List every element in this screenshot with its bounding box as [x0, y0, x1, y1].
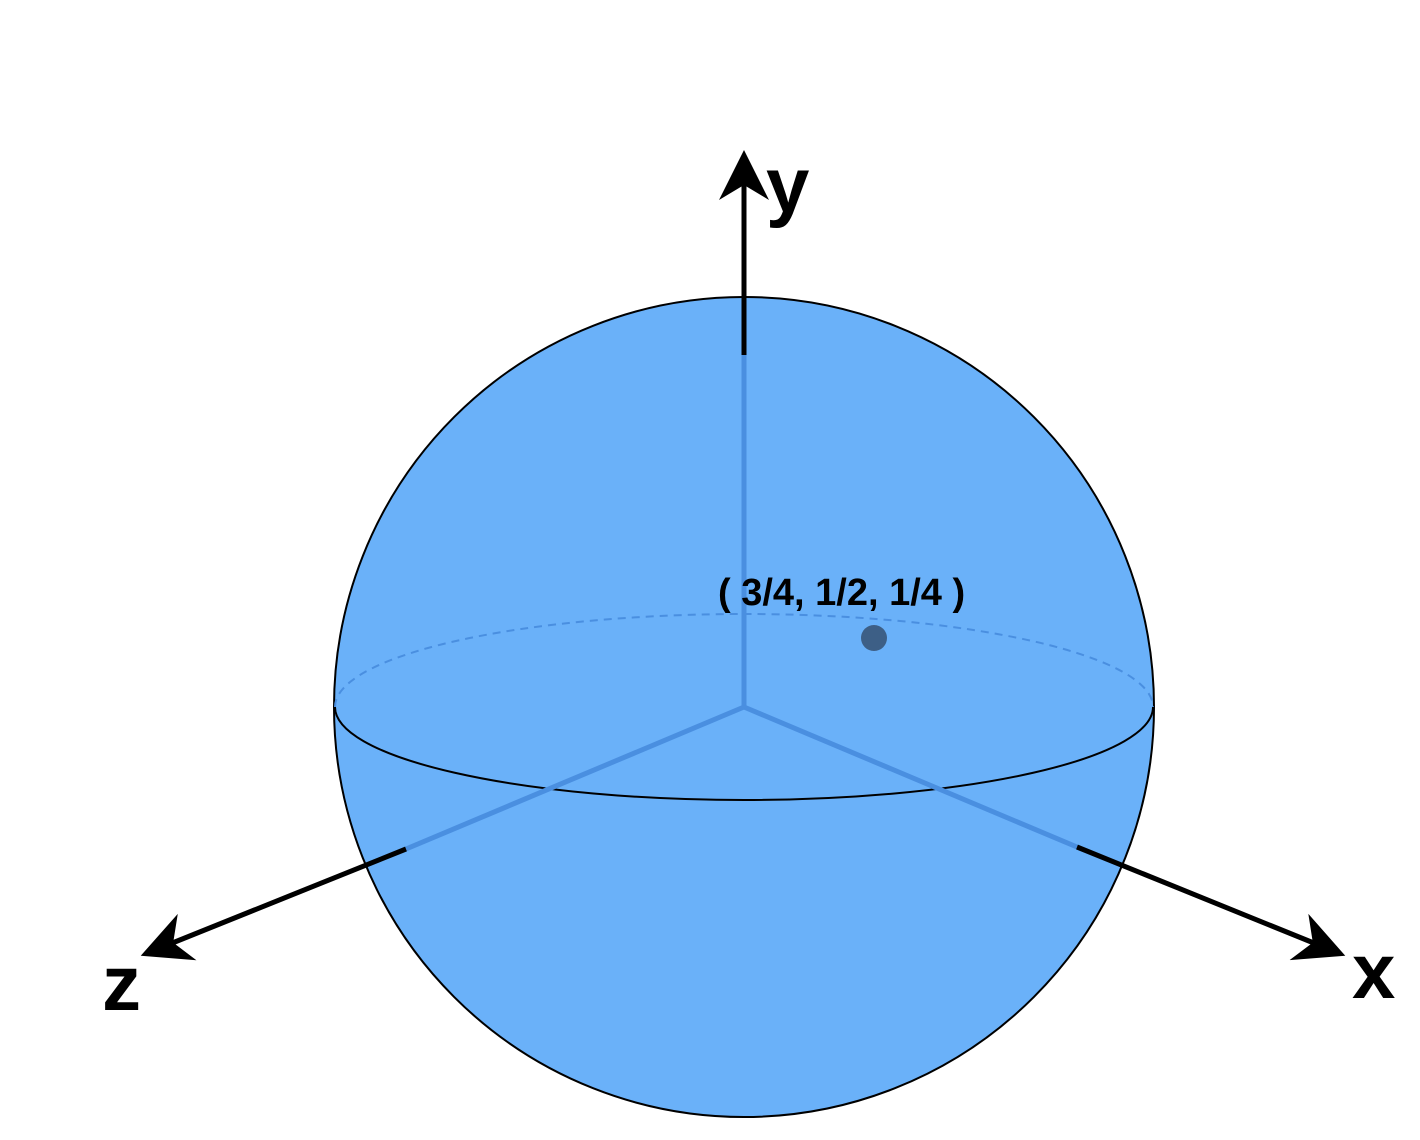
x-axis-label: x	[1352, 927, 1395, 1015]
x-axis	[1076, 844, 1346, 961]
z-axis	[140, 846, 407, 961]
x-axis-inner	[743, 704, 1078, 850]
z-axis-inner	[405, 704, 745, 852]
point-label: ( 3/4, 1/2, 1/4 )	[718, 572, 965, 614]
z-axis-label: z	[102, 939, 141, 1027]
equator-front	[334, 706, 1154, 801]
coordinate-point	[861, 625, 887, 651]
y-axis-label: y	[766, 141, 809, 229]
